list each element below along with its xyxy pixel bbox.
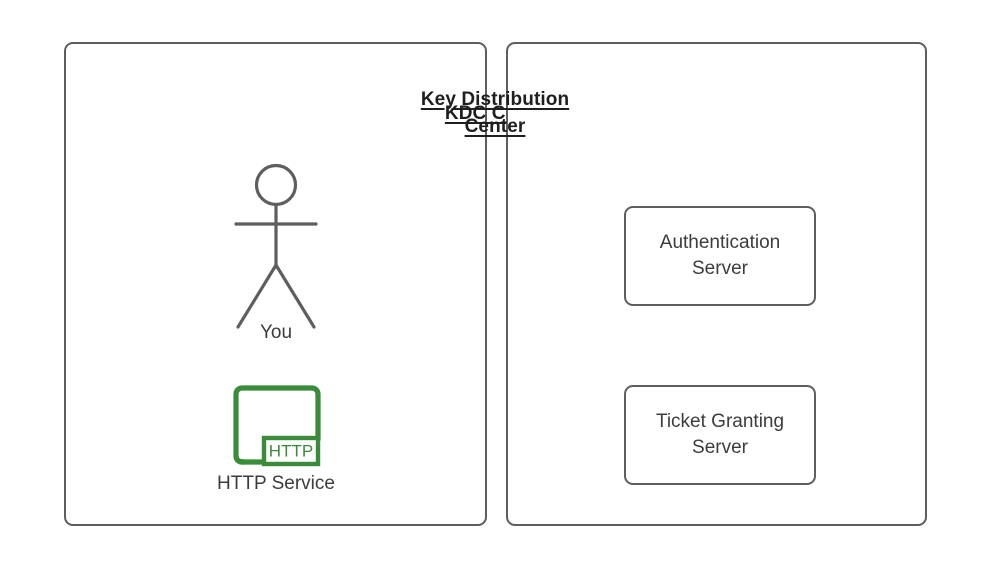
stick-figure-icon <box>234 163 318 329</box>
you-label: You <box>259 322 293 343</box>
http-service-icon: HTTP <box>233 385 321 467</box>
panel-kdc-title-line1: Key Distribution <box>420 89 570 110</box>
panel-key-distribution-center-title: Key Distribution Center <box>0 86 990 140</box>
panel-kdc-title-line2: Center <box>464 116 526 137</box>
http-service-label: HTTP Service <box>217 473 335 494</box>
authentication-server-box: Authentication Server <box>624 206 816 306</box>
http-badge-text: HTTP <box>269 442 313 461</box>
ticket-granting-server-box: Ticket Granting Server <box>624 385 816 485</box>
ticket-granting-server-label: Ticket Granting Server <box>655 411 785 458</box>
authentication-server-label: Authentication Server <box>659 232 781 279</box>
